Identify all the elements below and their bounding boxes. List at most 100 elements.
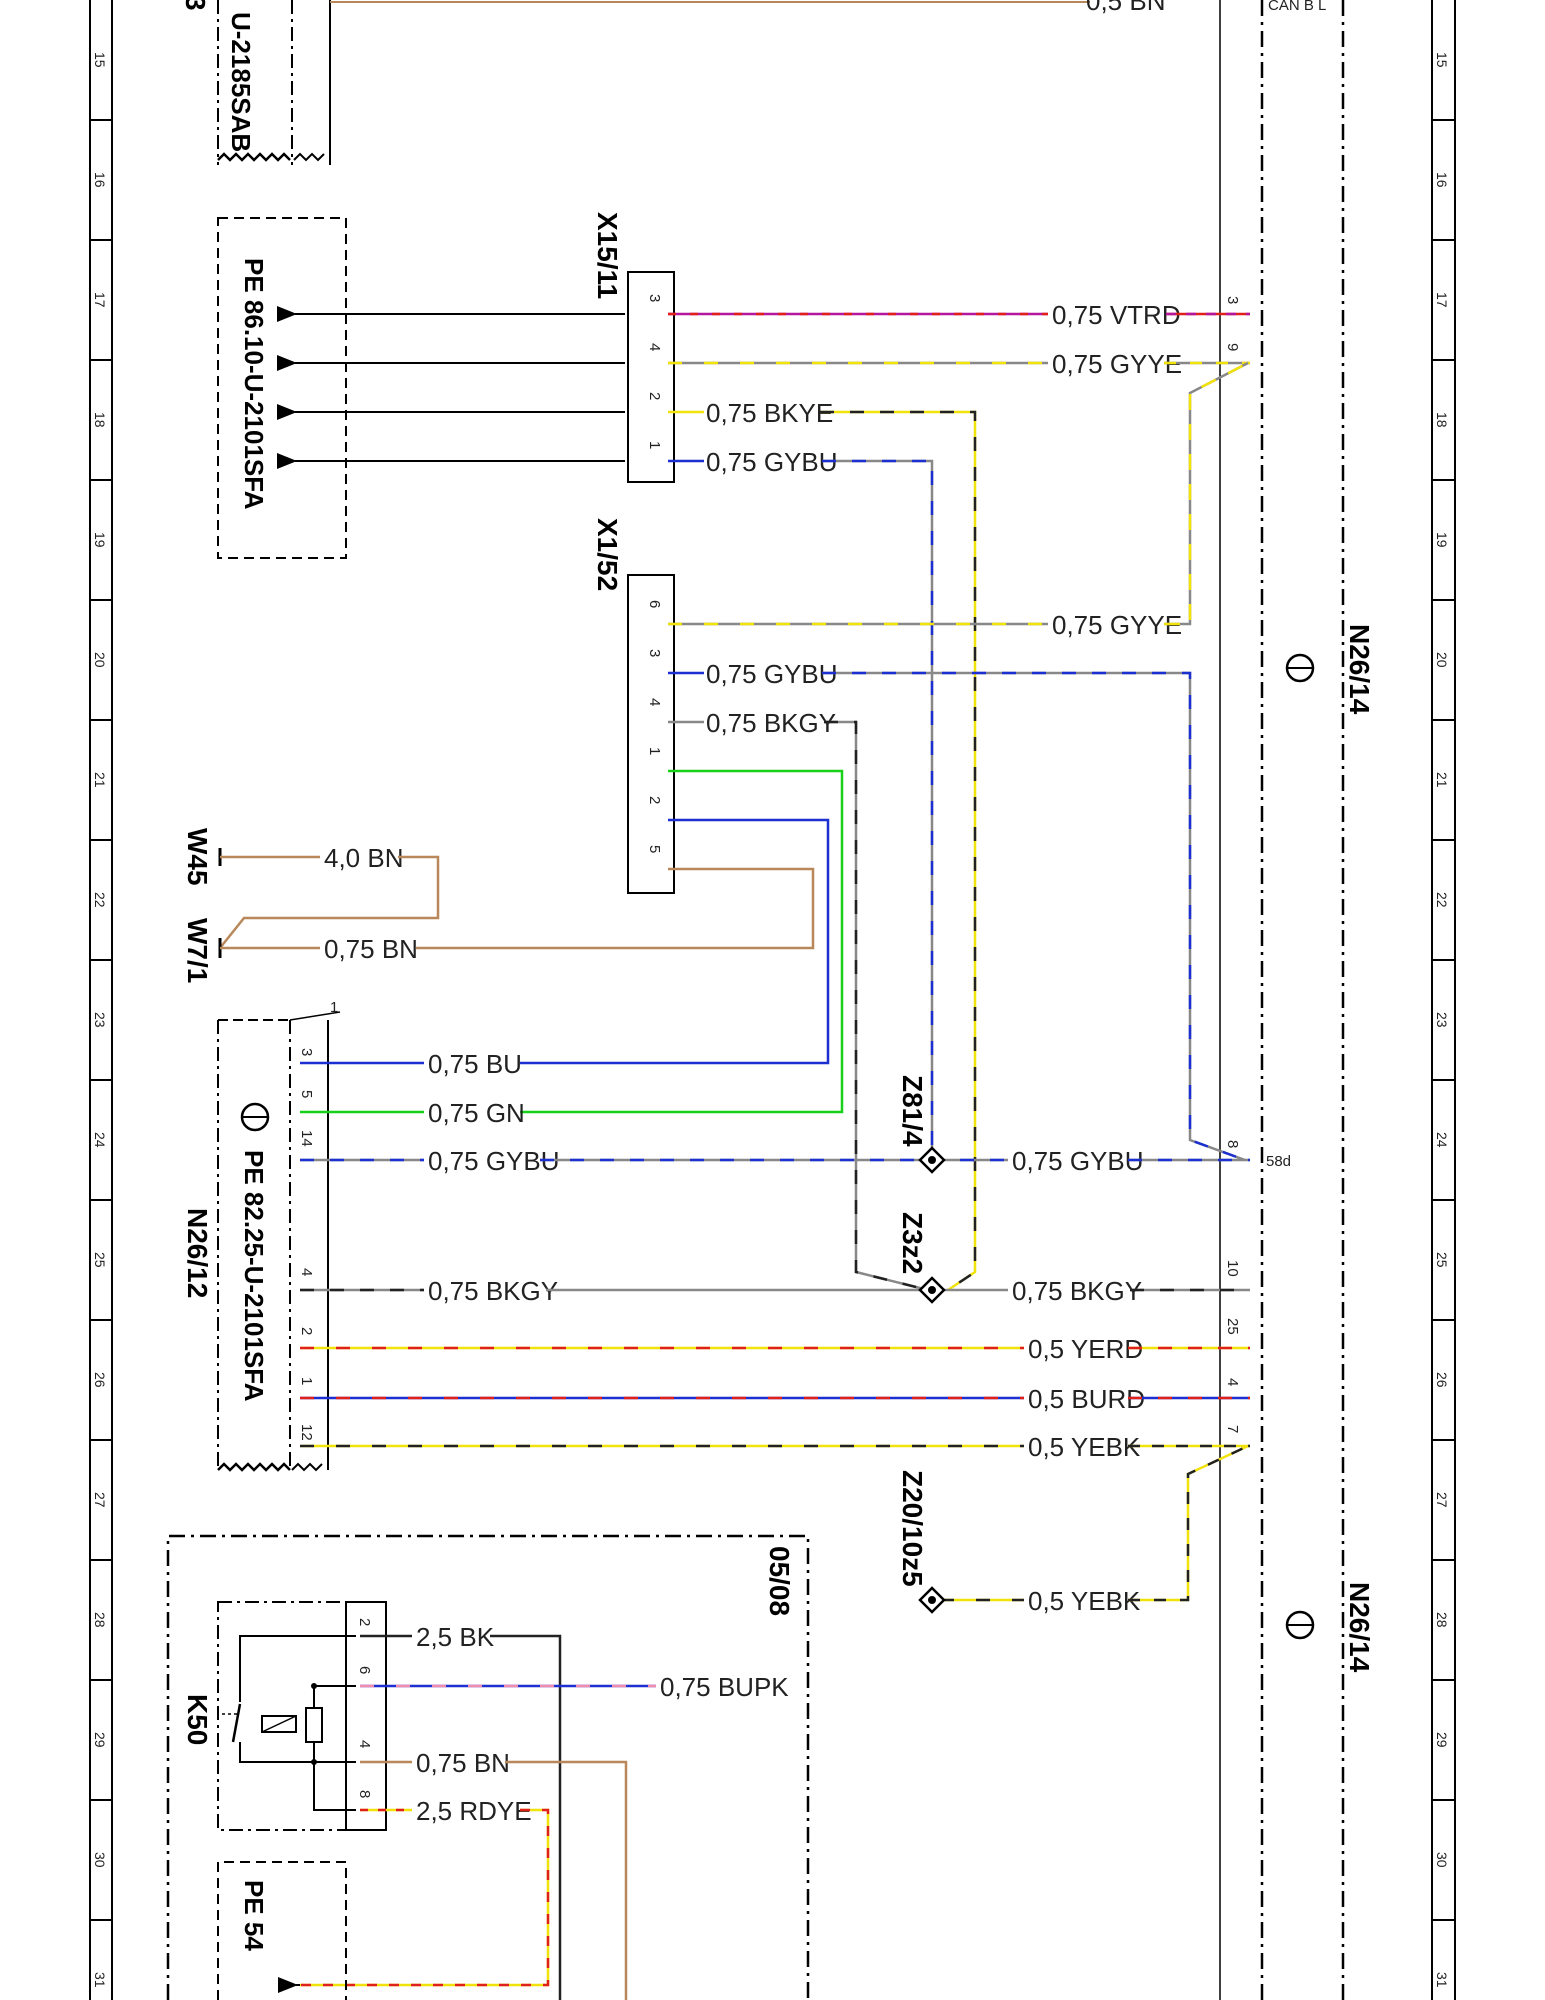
svg-text:5: 5 — [646, 845, 663, 853]
wire-top-bn-label: 0,5 BN — [1086, 0, 1166, 16]
svg-text:58d: 58d — [1266, 1153, 1291, 1170]
wire-gyye-1: 0,75 GYYE — [668, 349, 1250, 379]
right-scale-number: 16 — [1434, 172, 1450, 188]
n26-14-label-upper: N26/14 — [1285, 624, 1375, 715]
svg-text:0,75 GYBU: 0,75 GYBU — [1012, 1146, 1144, 1176]
wire-gybu-1: 0,75 GYBU — [668, 447, 934, 1160]
right-scale-number: 23 — [1434, 1012, 1450, 1028]
n26-14-label-lower: N26/14 — [1285, 1582, 1375, 1673]
x1-52-label: X1/52 — [592, 518, 623, 591]
svg-text:14: 14 — [298, 1130, 315, 1147]
x15-11-label: X15/11 — [592, 212, 623, 299]
svg-text:0,75 GN: 0,75 GN — [428, 1098, 525, 1128]
right-scale-number: 24 — [1434, 1132, 1450, 1148]
x1-52-connector: X1/52 6 3 4 1 2 5 — [592, 518, 675, 894]
svg-text:2,5 BK: 2,5 BK — [416, 1622, 495, 1652]
top-left-edge-label: 3 — [180, 0, 211, 11]
pe-upper-box: PE 86.10-U-2101SFA — [217, 217, 625, 559]
left-scale-number: 22 — [92, 892, 108, 908]
svg-text:2: 2 — [646, 796, 663, 804]
wire-k50-rdye: 2,5 RDYE — [300, 1796, 550, 1987]
svg-text:6: 6 — [646, 600, 663, 608]
pe-lower-box: PE 54 — [217, 1861, 347, 2000]
svg-text:2,5 RDYE: 2,5 RDYE — [416, 1796, 532, 1826]
svg-text:10: 10 — [1224, 1260, 1241, 1277]
right-scale-number: 21 — [1434, 772, 1450, 788]
left-scale-number: 28 — [92, 1612, 108, 1628]
wire-gyye-2: 0,75 GYYE — [668, 361, 1249, 640]
svg-text:0,75 GYBU: 0,75 GYBU — [706, 659, 838, 689]
svg-text:Z81/4: Z81/4 — [897, 1075, 928, 1147]
svg-text:4,0 BN: 4,0 BN — [324, 843, 404, 873]
wire-yebk-1: 0,5 YEBK — [300, 1432, 1250, 1462]
svg-text:2: 2 — [646, 392, 663, 400]
svg-text:7: 7 — [1224, 1425, 1241, 1433]
wire-gybu-2: 0,75 GYBU — [668, 659, 1246, 1162]
svg-text:N26/12: N26/12 — [182, 1208, 213, 1298]
wire-gn: 0,75 GN — [300, 1098, 525, 1128]
pe-upper-label: PE 86.10-U-2101SFA — [239, 258, 269, 510]
svg-text:0,75 BUPK: 0,75 BUPK — [660, 1672, 789, 1702]
left-scale-number: 26 — [92, 1372, 108, 1388]
svg-text:3: 3 — [1224, 296, 1241, 304]
svg-text:0,75 BKGY: 0,75 BKGY — [428, 1276, 558, 1306]
right-scale-number: 29 — [1434, 1732, 1450, 1748]
right-scale-number: 26 — [1434, 1372, 1450, 1388]
left-scale-number: 20 — [92, 652, 108, 668]
svg-text:0,5 BURD: 0,5 BURD — [1028, 1384, 1145, 1414]
svg-text:W7/1: W7/1 — [182, 918, 213, 983]
w45-ground: W45 4,0 BN — [182, 828, 440, 949]
svg-text:0,5 YEBK: 0,5 YEBK — [1028, 1586, 1141, 1616]
svg-text:4: 4 — [298, 1268, 315, 1276]
svg-text:3: 3 — [646, 649, 663, 657]
svg-text:1: 1 — [330, 999, 338, 1016]
svg-text:Z20/10z5: Z20/10z5 — [897, 1470, 928, 1587]
right-scale-number: 30 — [1434, 1852, 1450, 1868]
svg-text:8: 8 — [356, 1790, 373, 1798]
svg-text:6: 6 — [356, 1666, 373, 1674]
svg-text:0,75 BN: 0,75 BN — [416, 1748, 510, 1778]
w7-1-ground: W7/1 0,75 BN — [182, 918, 418, 983]
right-scale-number: 28 — [1434, 1612, 1450, 1628]
right-scale-number: 18 — [1434, 412, 1450, 428]
wire-k50-bn: 0,75 BN — [360, 1748, 628, 2000]
wire-gybu-4: 0,75 GYBU 58d — [1012, 1146, 1291, 1176]
svg-text:25: 25 — [1224, 1318, 1241, 1335]
left-scale-number: 23 — [92, 1012, 108, 1028]
svg-text:2: 2 — [298, 1327, 315, 1335]
svg-text:0,75 GYBU: 0,75 GYBU — [706, 447, 838, 477]
wire-bkgy-3: 0,75 BKGY — [1012, 1276, 1250, 1306]
left-scale-number: 27 — [92, 1492, 108, 1508]
left-scale-number: 18 — [92, 412, 108, 428]
svg-text:8: 8 — [1224, 1140, 1241, 1148]
wire-k50-bupk: 0,75 BUPK — [360, 1672, 789, 1702]
svg-text:0,75 BN: 0,75 BN — [324, 934, 418, 964]
svg-text:4: 4 — [1224, 1378, 1241, 1386]
k50-region-boundary: 05/08 — [166, 1534, 810, 2000]
svg-text:4: 4 — [646, 343, 663, 351]
svg-text:0,5 YERD: 0,5 YERD — [1028, 1334, 1143, 1364]
right-scale-number: 15 — [1434, 52, 1450, 68]
left-scale-number: 25 — [92, 1252, 108, 1268]
left-scale-number: 31 — [92, 1972, 108, 1988]
svg-text:1: 1 — [646, 441, 663, 449]
wire-vtrd: 0,75 VTRD — [668, 300, 1250, 330]
k50-relay: K50 2 6 4 8 — [182, 1601, 387, 1831]
left-scale-number: 30 — [92, 1852, 108, 1868]
left-scale-number: 21 — [92, 772, 108, 788]
svg-text:0,5 YEBK: 0,5 YEBK — [1028, 1432, 1141, 1462]
svg-text:2: 2 — [356, 1618, 373, 1626]
wire-burd: 0,5 BURD — [300, 1384, 1250, 1414]
svg-text:0,75 VTRD: 0,75 VTRD — [1052, 300, 1181, 330]
left-scale-number: 29 — [92, 1732, 108, 1748]
n26-12-module: 1 PE 82.25-U-2101SFA N26/12 3 5 14 4 2 1… — [182, 999, 341, 1472]
svg-text:0,75 GYBU: 0,75 GYBU — [428, 1146, 560, 1176]
right-scale-number: 25 — [1434, 1252, 1450, 1268]
wire-bu: 0,75 BU — [300, 1049, 522, 1079]
svg-text:0,75 BKGY: 0,75 BKGY — [706, 708, 836, 738]
left-scale-number: 17 — [92, 292, 108, 308]
svg-text:0,75 GYYE: 0,75 GYYE — [1052, 349, 1182, 379]
